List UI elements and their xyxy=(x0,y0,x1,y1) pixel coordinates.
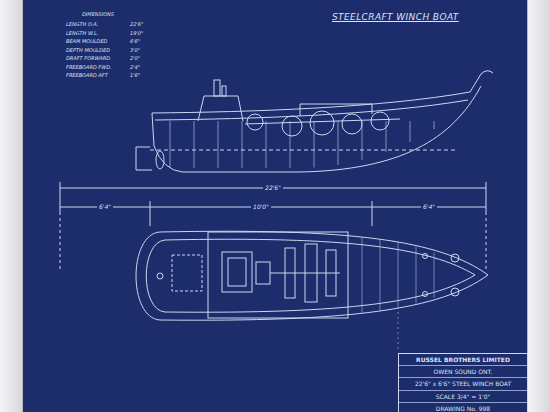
table-cell: 22'6" xyxy=(130,22,143,28)
hull-frame xyxy=(386,121,387,152)
dimension: 6'4" xyxy=(421,204,437,211)
table-cell: DEPTH MOULDED xyxy=(66,48,110,54)
drawing-title: STEELCRAFT WINCH BOAT xyxy=(332,13,459,23)
side-elevation xyxy=(136,71,493,172)
engine-block xyxy=(228,258,246,286)
winch-frame xyxy=(300,104,372,116)
hull-frame xyxy=(266,121,267,168)
frame xyxy=(0,0,22,412)
hull-frame xyxy=(290,121,291,168)
table-cell: DRAFT FORWARD xyxy=(66,56,110,62)
deck-frame xyxy=(434,252,435,297)
hull-frame xyxy=(434,121,435,129)
deck-frame xyxy=(416,246,417,303)
winch-drum xyxy=(342,114,362,134)
table-cell: 2'4" xyxy=(130,65,140,71)
winch-drum xyxy=(305,244,317,302)
hull-frame xyxy=(242,121,243,168)
table-cell: FREEBOARD AFT xyxy=(66,73,108,79)
exhaust-stack xyxy=(214,80,220,96)
exhaust-stack xyxy=(222,86,226,96)
bitt xyxy=(451,254,459,262)
table-cell: LENGTH O.A. xyxy=(66,22,98,28)
hull-bottom xyxy=(152,86,481,172)
table-cell: 19'0" xyxy=(130,31,143,37)
table-heading: DIMENSIONS xyxy=(82,12,114,18)
guide-line xyxy=(398,312,399,352)
deck-frame xyxy=(380,239,381,311)
title-block: RUSSEL BROTHERS LIMITEDOWEN SOUND ONT.22… xyxy=(398,353,528,412)
table-cell: BEAM MOULDED xyxy=(66,39,107,45)
blueprint-ground xyxy=(22,0,528,412)
winch-drum xyxy=(285,248,295,298)
winch-drum xyxy=(310,111,334,135)
dimension: 22'6" xyxy=(263,185,283,192)
table-cell: 1'6" xyxy=(130,73,140,79)
title-block-text: SCALE 3/4" = 1'0" xyxy=(399,391,527,403)
hull-frame xyxy=(170,121,171,168)
hull-frame xyxy=(314,121,315,168)
title-block-text: RUSSEL BROTHERS LIMITED xyxy=(399,354,527,366)
hull-frame xyxy=(194,121,195,168)
frame-edge xyxy=(22,0,23,412)
frame xyxy=(528,0,550,412)
winch-bed xyxy=(208,232,348,318)
engine-house xyxy=(198,96,243,121)
winch-shaft xyxy=(245,119,400,124)
title-block-text: DRAWING No. 998 xyxy=(399,403,527,412)
hull-frame xyxy=(218,121,219,168)
stern-post xyxy=(157,273,163,279)
winch-drum xyxy=(326,250,336,296)
cleat xyxy=(423,254,428,259)
dimension-lines xyxy=(60,182,486,270)
title-block-text: 22'6" x 6'6" STEEL WINCH BOAT xyxy=(399,378,527,390)
table-cell: LENGTH W.L. xyxy=(66,31,98,37)
propeller xyxy=(156,151,164,169)
frame-edge xyxy=(527,0,528,412)
title-block-text: OWEN SOUND ONT. xyxy=(399,366,527,378)
fuel-tank xyxy=(172,255,202,291)
cleat xyxy=(423,292,428,297)
gearbox xyxy=(256,262,270,284)
gunwale xyxy=(146,239,475,312)
winch-drum xyxy=(282,116,302,136)
dimension: 6'4" xyxy=(97,204,113,211)
hull-frame xyxy=(338,121,339,165)
table-cell: 3'0" xyxy=(130,48,140,54)
plan-view xyxy=(136,231,488,320)
table-cell: 6'6" xyxy=(130,39,140,45)
waterline xyxy=(150,150,456,151)
hull-frame xyxy=(362,121,363,160)
table-cell: FREEBOARD FWD. xyxy=(66,65,112,71)
deck-frame xyxy=(398,242,399,308)
hull-outline xyxy=(136,231,488,320)
table-cell: 2'0" xyxy=(130,56,140,62)
bitt xyxy=(451,288,459,296)
engine-flywheel xyxy=(247,114,263,130)
hull-frame xyxy=(410,121,411,142)
deck-frame xyxy=(362,237,363,312)
engine xyxy=(222,252,252,292)
rudder xyxy=(136,147,152,170)
dimension: 10'0" xyxy=(251,204,271,211)
sheer-line xyxy=(152,71,493,113)
